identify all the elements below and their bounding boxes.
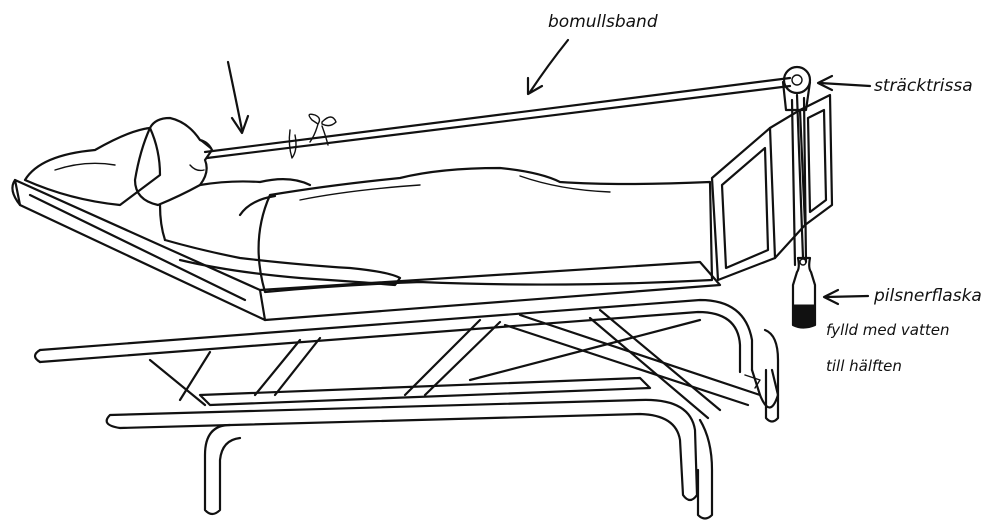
label-bomullsband: bomullsband (548, 12, 658, 32)
label-pilsnerflaska: pilsnerflaska (873, 286, 982, 306)
arrow-to-cord-left (228, 62, 248, 133)
label-till-halften: till hälften (826, 357, 902, 375)
label-fylld-med-vatten: fylld med vatten (826, 321, 949, 339)
traction-cord (205, 78, 790, 158)
arrow-to-bottle (824, 290, 868, 304)
bed-foot-board (712, 95, 832, 280)
arrow-to-cord-band (528, 40, 568, 94)
bed-mattress-platform (12, 128, 720, 320)
label-stracktrissa: sträcktrissa (874, 76, 973, 96)
bed-base-frame (35, 300, 778, 519)
blanket (259, 168, 712, 292)
arrow-to-pulley (818, 76, 870, 90)
